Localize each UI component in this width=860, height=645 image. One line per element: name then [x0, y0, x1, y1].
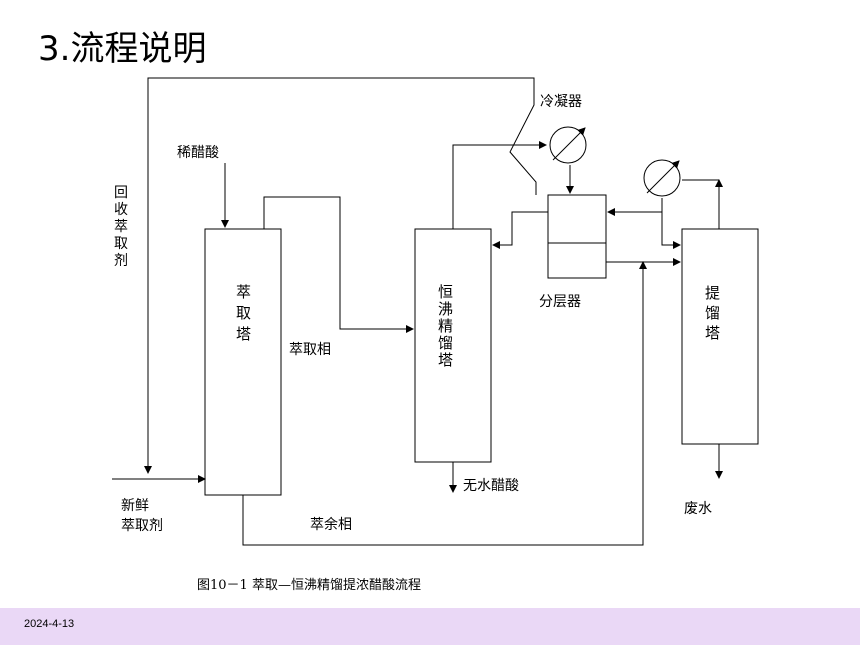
stripping-column	[681, 228, 759, 445]
heat-exchanger-icon	[643, 159, 681, 197]
extraction-column-char: 取	[236, 304, 251, 322]
page-title: 3.流程说明	[38, 29, 207, 69]
extract-phase-label: 萃取相	[289, 342, 331, 358]
raffinate-line	[242, 261, 647, 546]
recovered-solvent-char: 回	[114, 185, 128, 201]
stripping-reflux-line	[661, 212, 681, 249]
fresh-solvent-label-line1: 新鲜	[121, 498, 149, 514]
fresh-solvent-label-line2: 萃取剂	[121, 518, 163, 534]
footer-bar	[0, 608, 860, 645]
waste-water-label: 废水	[684, 501, 712, 517]
azeotropic-column-char: 精	[438, 317, 453, 335]
dilute-acid-label: 稀醋酸	[177, 145, 219, 161]
stripping-column-char: 馏	[705, 304, 720, 322]
process-flow-diagram: 萃 取 塔 恒 沸 精 馏 塔 提 馏 塔 回 收 萃 取 剂 冷凝器 稀醋酸 …	[112, 77, 759, 593]
extraction-column-char: 萃	[236, 283, 251, 301]
azeotropic-column-char: 馏	[438, 334, 453, 352]
reflux-line	[492, 211, 548, 249]
recovered-solvent-label: 回 收 萃 取 剂	[114, 185, 132, 269]
extraction-column-char: 塔	[236, 325, 251, 343]
stripping-column-label: 提 馏 塔	[705, 284, 725, 342]
recovered-solvent-char: 取	[114, 236, 128, 252]
condenser-label: 冷凝器	[540, 94, 582, 110]
figure-caption: 图10－1 萃取—恒沸精馏提浓醋酸流程	[197, 577, 421, 593]
extraction-column	[204, 228, 282, 496]
stripping-column-char: 塔	[705, 324, 720, 342]
footer-date: 2024-4-13	[24, 618, 75, 630]
azeotrope-overhead-line	[452, 141, 547, 229]
extraction-column-label: 萃 取 塔	[236, 283, 256, 343]
stripping-column-char: 提	[705, 284, 720, 302]
azeotropic-column-label: 恒 沸 精 馏 塔	[438, 283, 458, 369]
recovered-solvent-char: 收	[114, 202, 128, 218]
recovered-solvent-line	[144, 77, 537, 474]
recovered-solvent-char: 剂	[114, 253, 128, 269]
extract-phase-line	[263, 196, 414, 333]
azeotropic-column-char: 塔	[438, 351, 453, 369]
separator	[547, 194, 607, 279]
recovered-solvent-char: 萃	[114, 219, 128, 235]
raffinate-label: 萃余相	[310, 516, 352, 533]
exchanger-return-line	[607, 198, 663, 216]
anhydrous-acid-label: 无水醋酸	[463, 478, 519, 494]
separator-label: 分层器	[539, 294, 581, 310]
azeotropic-column-char: 沸	[438, 300, 453, 318]
azeotropic-column-char: 恒	[438, 283, 453, 301]
condenser-icon	[549, 126, 587, 164]
